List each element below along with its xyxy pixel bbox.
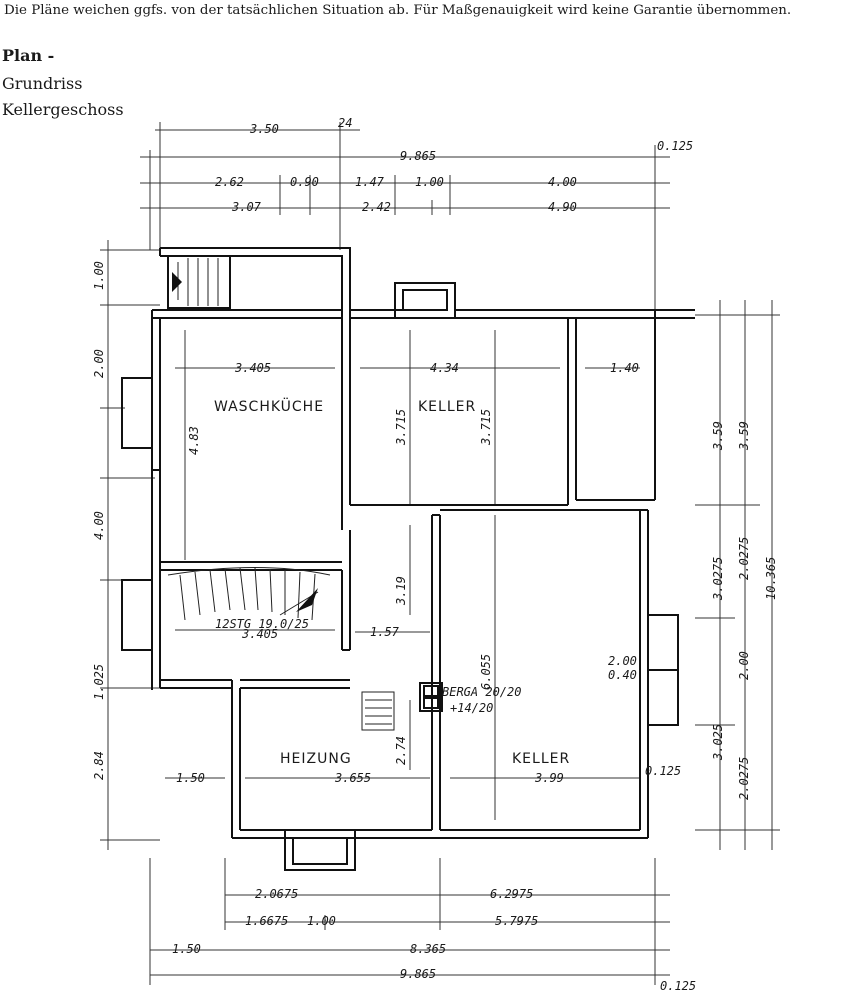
dim-label: 10.365	[764, 557, 778, 600]
room-label-heizung: HEIZUNG	[280, 751, 352, 767]
stair-arrow-icon	[172, 272, 182, 292]
dimension-lines	[100, 122, 780, 985]
dim-label: 1.40	[610, 361, 639, 375]
stairs-mid	[167, 258, 395, 731]
dim-label: 4.90	[548, 200, 577, 214]
dim-label: 4.34	[430, 361, 459, 375]
dim-label: 2.00	[92, 349, 106, 378]
dim-label: 2.0275	[737, 537, 751, 580]
dim-label: 3.405	[241, 627, 278, 641]
dim-label: 9.865	[400, 149, 436, 163]
room-label-keller-bottom: KELLER	[512, 751, 570, 767]
dim-label: 1.6675	[245, 914, 288, 928]
dim-label: 6.2975	[490, 887, 533, 901]
room-label-waschkueche: WASCHKÜCHE	[214, 397, 324, 415]
dim-label: 4.00	[92, 511, 106, 540]
dim-label: 2.42	[362, 200, 391, 214]
dim-label: 3.99	[534, 771, 564, 785]
disclaimer-text: Die Pläne weichen ggfs. von der tatsächl…	[4, 3, 792, 18]
dim-label: 2.84	[92, 751, 106, 780]
dim-label: 2.00	[608, 654, 637, 668]
dim-label: 3.50	[249, 122, 279, 136]
plan-title: Plan -	[2, 46, 55, 65]
dim-label: 1.57	[370, 625, 400, 639]
stair-annotation: 12STG 19.0/25	[215, 617, 309, 631]
dim-label: 9.865	[400, 967, 436, 981]
dim-label: 3.59	[711, 421, 725, 451]
chimney-annotation-2: +14/20	[450, 701, 493, 715]
dim-label: 2.00	[737, 651, 751, 680]
dim-label: 8.365	[410, 942, 446, 956]
dim-label: 6.055	[479, 654, 493, 690]
dim-label: 5.7975	[495, 914, 538, 928]
stair-arrow-icon	[296, 588, 318, 612]
dim-label: 1.47	[355, 175, 385, 189]
dim-label: 3.0275	[711, 557, 725, 601]
dim-label: 1.50	[172, 942, 201, 956]
dim-label: 1.025	[92, 664, 106, 700]
dim-label: 0.125	[645, 764, 681, 778]
chimney-annotation: BERGA 20/20	[442, 685, 521, 699]
dim-label: 2.0675	[255, 887, 298, 901]
dim-label: 3.715	[394, 409, 408, 446]
dim-label: 3.59	[737, 421, 751, 451]
dim-label: 3.715	[479, 409, 493, 446]
dim-label: 4.83	[187, 426, 201, 455]
dim-label: 2.62	[215, 175, 244, 189]
dim-label: 1.00	[415, 175, 444, 189]
dim-label: 2.0275	[737, 757, 751, 800]
dim-label: 1.50	[176, 771, 205, 785]
dim-label: 1.00	[307, 914, 336, 928]
dim-label: 0.40	[608, 668, 637, 682]
dim-label: 4.00	[548, 175, 577, 189]
walls	[121, 247, 695, 871]
dim-label: 0.90	[290, 175, 319, 189]
dim-label: 3.19	[394, 576, 408, 606]
plan-subtitle-grundriss: Grundriss	[2, 74, 83, 93]
dim-label: 3.405	[234, 361, 271, 375]
room-label-keller-top: KELLER	[418, 399, 476, 415]
dim-label: 1.00	[92, 261, 106, 290]
dim-label: 24	[338, 116, 352, 130]
dim-label: 3.655	[334, 771, 371, 785]
dim-label: 2.74	[394, 736, 408, 765]
dim-label: 0.125	[657, 139, 693, 153]
dim-label: 0.125	[660, 979, 696, 993]
dim-label: 3.025	[711, 724, 725, 761]
plan-subtitle-kellergeschoss: Kellergeschoss	[2, 100, 124, 119]
dim-label: 3.07	[231, 200, 262, 214]
